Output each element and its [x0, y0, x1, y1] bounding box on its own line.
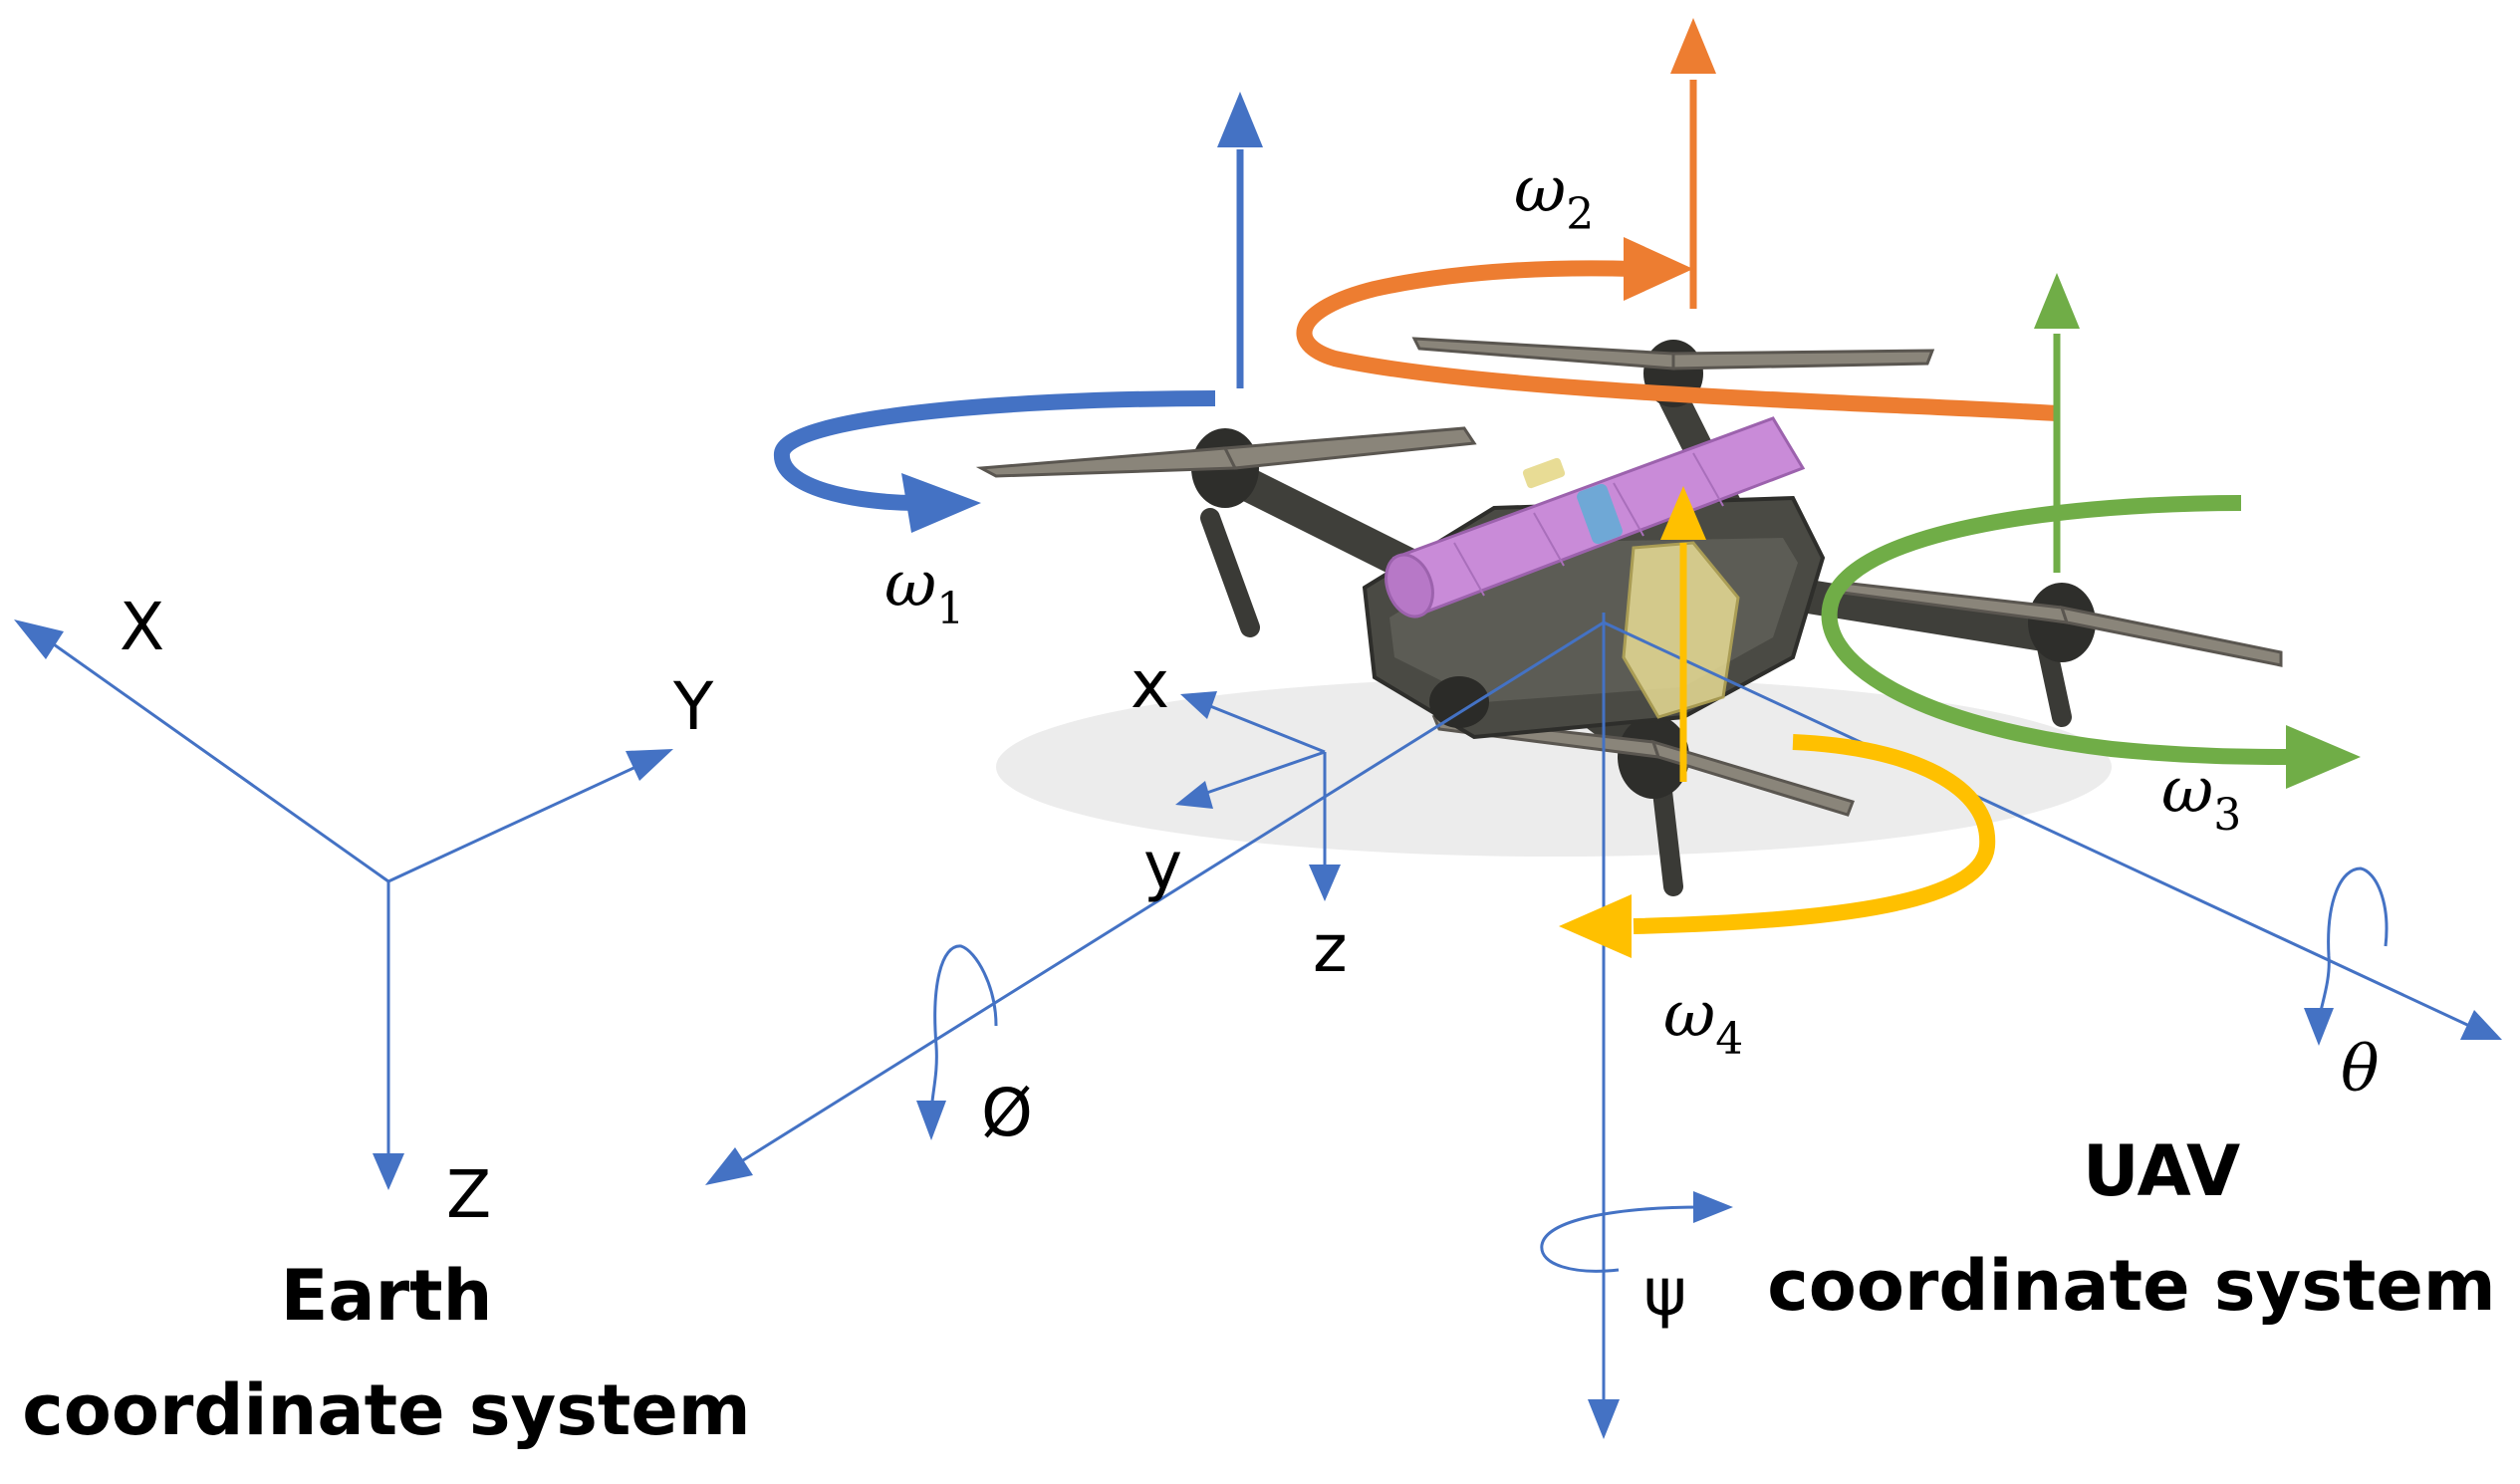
rotor-3-spin-arc: [1821, 495, 2292, 765]
roll-rotation-curve: [929, 944, 998, 1116]
rotor-1-spin: [774, 92, 1263, 533]
uav-small-frame: x y z: [1131, 646, 1348, 987]
rotor-4-spin-arc: [1633, 734, 1996, 934]
uav-title-line1: UAV: [2083, 1130, 2240, 1212]
uav-pitch-arrowhead: [2460, 1010, 2502, 1040]
small-x-arrowhead: [1180, 691, 1217, 719]
earth-x-arrowhead: [14, 619, 64, 659]
earth-x-label: X: [120, 589, 164, 665]
propeller-4b: [1650, 739, 1855, 817]
rotor-1-spin-arc: [774, 390, 1216, 511]
uav-yaw-arrowhead: [1588, 1399, 1620, 1439]
small-x-axis: [1199, 700, 1326, 754]
leg-1: [1200, 508, 1260, 637]
rotor-1-thrust-head: [1217, 92, 1263, 147]
propeller-3b: [2059, 606, 2283, 667]
propeller-2a: [1411, 337, 1675, 371]
rotor-1-spin-head: [901, 473, 981, 533]
rolled-payload: [1385, 416, 1806, 618]
rotor-2-thrust-head: [1670, 18, 1716, 74]
pitch-rotation-curve: [2317, 866, 2389, 1022]
small-y-axis: [1194, 750, 1326, 799]
uav-roll-axis: [726, 620, 1605, 1172]
earth-frame: X Y Z Earth coordinate system: [14, 589, 751, 1451]
rotor-2-spin-head: [1624, 237, 1693, 301]
uav-x-label: x: [1131, 646, 1169, 723]
small-z-arrowhead: [1309, 865, 1341, 901]
uav-title-line2: coordinate system: [1767, 1245, 2496, 1327]
propeller-1b: [1222, 426, 1477, 470]
pitch-angle-label: θ: [2341, 1033, 2380, 1107]
earth-x-axis: [29, 625, 389, 883]
roll-rotation-arrowhead: [916, 1101, 946, 1140]
earth-y-axis: [387, 755, 658, 883]
drone-camera: [1429, 676, 1489, 728]
payload-clip: [1522, 457, 1566, 489]
uav-y-label: y: [1143, 828, 1182, 904]
rotor-4-spin: [1559, 486, 1996, 958]
propeller-2b: [1671, 349, 1935, 371]
rotor-1-label: ω1: [884, 548, 964, 634]
yaw-angle-label: ψ: [1643, 1254, 1687, 1331]
rotor-3-spin: [1821, 273, 2361, 789]
earth-z-label: Z: [446, 1156, 491, 1233]
pitch-rotation-arrowhead: [2304, 1008, 2334, 1046]
uav-body-axes: [705, 613, 2502, 1439]
rotor-4-thrust-head: [1660, 486, 1706, 540]
rotor-4-spin-head: [1559, 894, 1632, 958]
uav-roll-arrowhead: [705, 1147, 753, 1185]
rotor-2-label: ω2: [1514, 153, 1594, 240]
uav-z-label: z: [1313, 910, 1348, 987]
drone-shadow: [996, 677, 2112, 857]
earth-title-line2: coordinate system: [22, 1369, 751, 1451]
payload-strap: [1577, 483, 1623, 545]
earth-z-arrowhead: [373, 1153, 404, 1190]
rotor-3-spin-head: [2286, 725, 2361, 789]
rotor-3-label: ω3: [2161, 754, 2241, 841]
roll-angle-label: Ø: [981, 1075, 1033, 1151]
earth-y-arrowhead: [626, 749, 673, 781]
small-y-arrowhead: [1175, 781, 1213, 809]
rotor-4-label: ω4: [1663, 978, 1743, 1065]
earth-y-label: Y: [672, 668, 714, 745]
yaw-rotation-curve: [1540, 1205, 1704, 1273]
rotor-2-spin: [1296, 18, 2058, 421]
earth-title-line1: Earth: [281, 1255, 493, 1337]
uav-pitch-axis: [1603, 620, 2481, 1033]
rotor-2-spin-arc: [1296, 260, 2058, 421]
rotor-3-thrust-head: [2034, 273, 2080, 329]
yaw-rotation-arrowhead: [1693, 1191, 1733, 1223]
